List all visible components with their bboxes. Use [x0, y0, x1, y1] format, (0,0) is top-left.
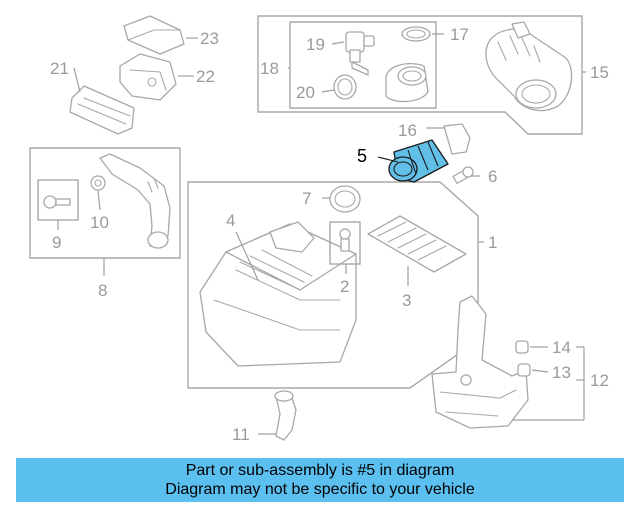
- callout-13[interactable]: 13: [552, 363, 571, 382]
- callout-14[interactable]: 14: [552, 338, 571, 357]
- part-9-bolt[interactable]: [37, 179, 79, 221]
- part-8-hose[interactable]: [99, 153, 171, 249]
- callout-3[interactable]: 3: [402, 291, 411, 310]
- callout-10[interactable]: 10: [90, 213, 109, 232]
- group-box-15: [257, 15, 583, 135]
- callout-2[interactable]: 2: [340, 277, 349, 296]
- part-4-air-cleaner[interactable]: [199, 221, 357, 367]
- callout-15[interactable]: 15: [590, 63, 609, 82]
- callout-12[interactable]: 12: [590, 371, 609, 390]
- part-14-grommet[interactable]: [515, 340, 529, 354]
- callout-21[interactable]: 21: [50, 59, 69, 78]
- callout-6[interactable]: 6: [488, 167, 497, 186]
- part-15-duct[interactable]: [485, 21, 573, 112]
- part-18-elbow[interactable]: [385, 63, 429, 103]
- part-7-ring[interactable]: [329, 185, 361, 213]
- part-12-resonator[interactable]: [431, 295, 529, 429]
- part-10-grommet[interactable]: [90, 175, 106, 191]
- part-11-hose[interactable]: [274, 390, 297, 441]
- info-banner: Part or sub-assembly is #5 in diagram Di…: [16, 458, 624, 502]
- callout-9[interactable]: 9: [52, 233, 61, 252]
- callout-7[interactable]: 7: [302, 189, 311, 208]
- callout-5[interactable]: 5: [357, 146, 367, 166]
- part-5-boot[interactable]: [388, 139, 449, 183]
- group-box-18: [289, 21, 437, 109]
- part-13-grommet[interactable]: [517, 363, 531, 377]
- callout-4[interactable]: 4: [226, 211, 235, 230]
- parts-diagram: 23 22 21 19 17 18 20 15 16 5 6 7 4 1 2 3…: [29, 15, 609, 444]
- part-22-bracket[interactable]: [119, 53, 177, 101]
- group-box-8: [29, 147, 181, 259]
- part-17-clamp[interactable]: [401, 26, 431, 42]
- callout-23[interactable]: 23: [200, 29, 219, 48]
- part-2-bolt[interactable]: [329, 221, 361, 265]
- part-20-ring[interactable]: [333, 74, 357, 100]
- part-6-bolt[interactable]: [452, 166, 474, 185]
- callout-16[interactable]: 16: [398, 121, 417, 140]
- part-21-duct[interactable]: [69, 85, 135, 135]
- callout-18[interactable]: 18: [260, 59, 279, 78]
- callout-1[interactable]: 1: [488, 233, 497, 252]
- leader-lines: [57, 33, 586, 435]
- part-3-filter[interactable]: [367, 215, 467, 273]
- callout-19[interactable]: 19: [306, 35, 325, 54]
- callout-labels: 23 22 21 19 17 18 20 15 16 5 6 7 4 1 2 3…: [50, 25, 609, 444]
- callout-11[interactable]: 11: [232, 425, 250, 444]
- callout-20[interactable]: 20: [296, 83, 315, 102]
- part-23-cover[interactable]: [123, 15, 185, 55]
- part-16-clamp[interactable]: [443, 123, 471, 155]
- banner-line-1: Part or sub-assembly is #5 in diagram: [185, 462, 455, 479]
- part-19-sensor[interactable]: [345, 31, 375, 76]
- callout-22[interactable]: 22: [196, 67, 215, 86]
- callout-8[interactable]: 8: [98, 281, 107, 300]
- callout-17[interactable]: 17: [450, 25, 469, 44]
- banner-line-2: Diagram may not be specific to your vehi…: [165, 481, 475, 498]
